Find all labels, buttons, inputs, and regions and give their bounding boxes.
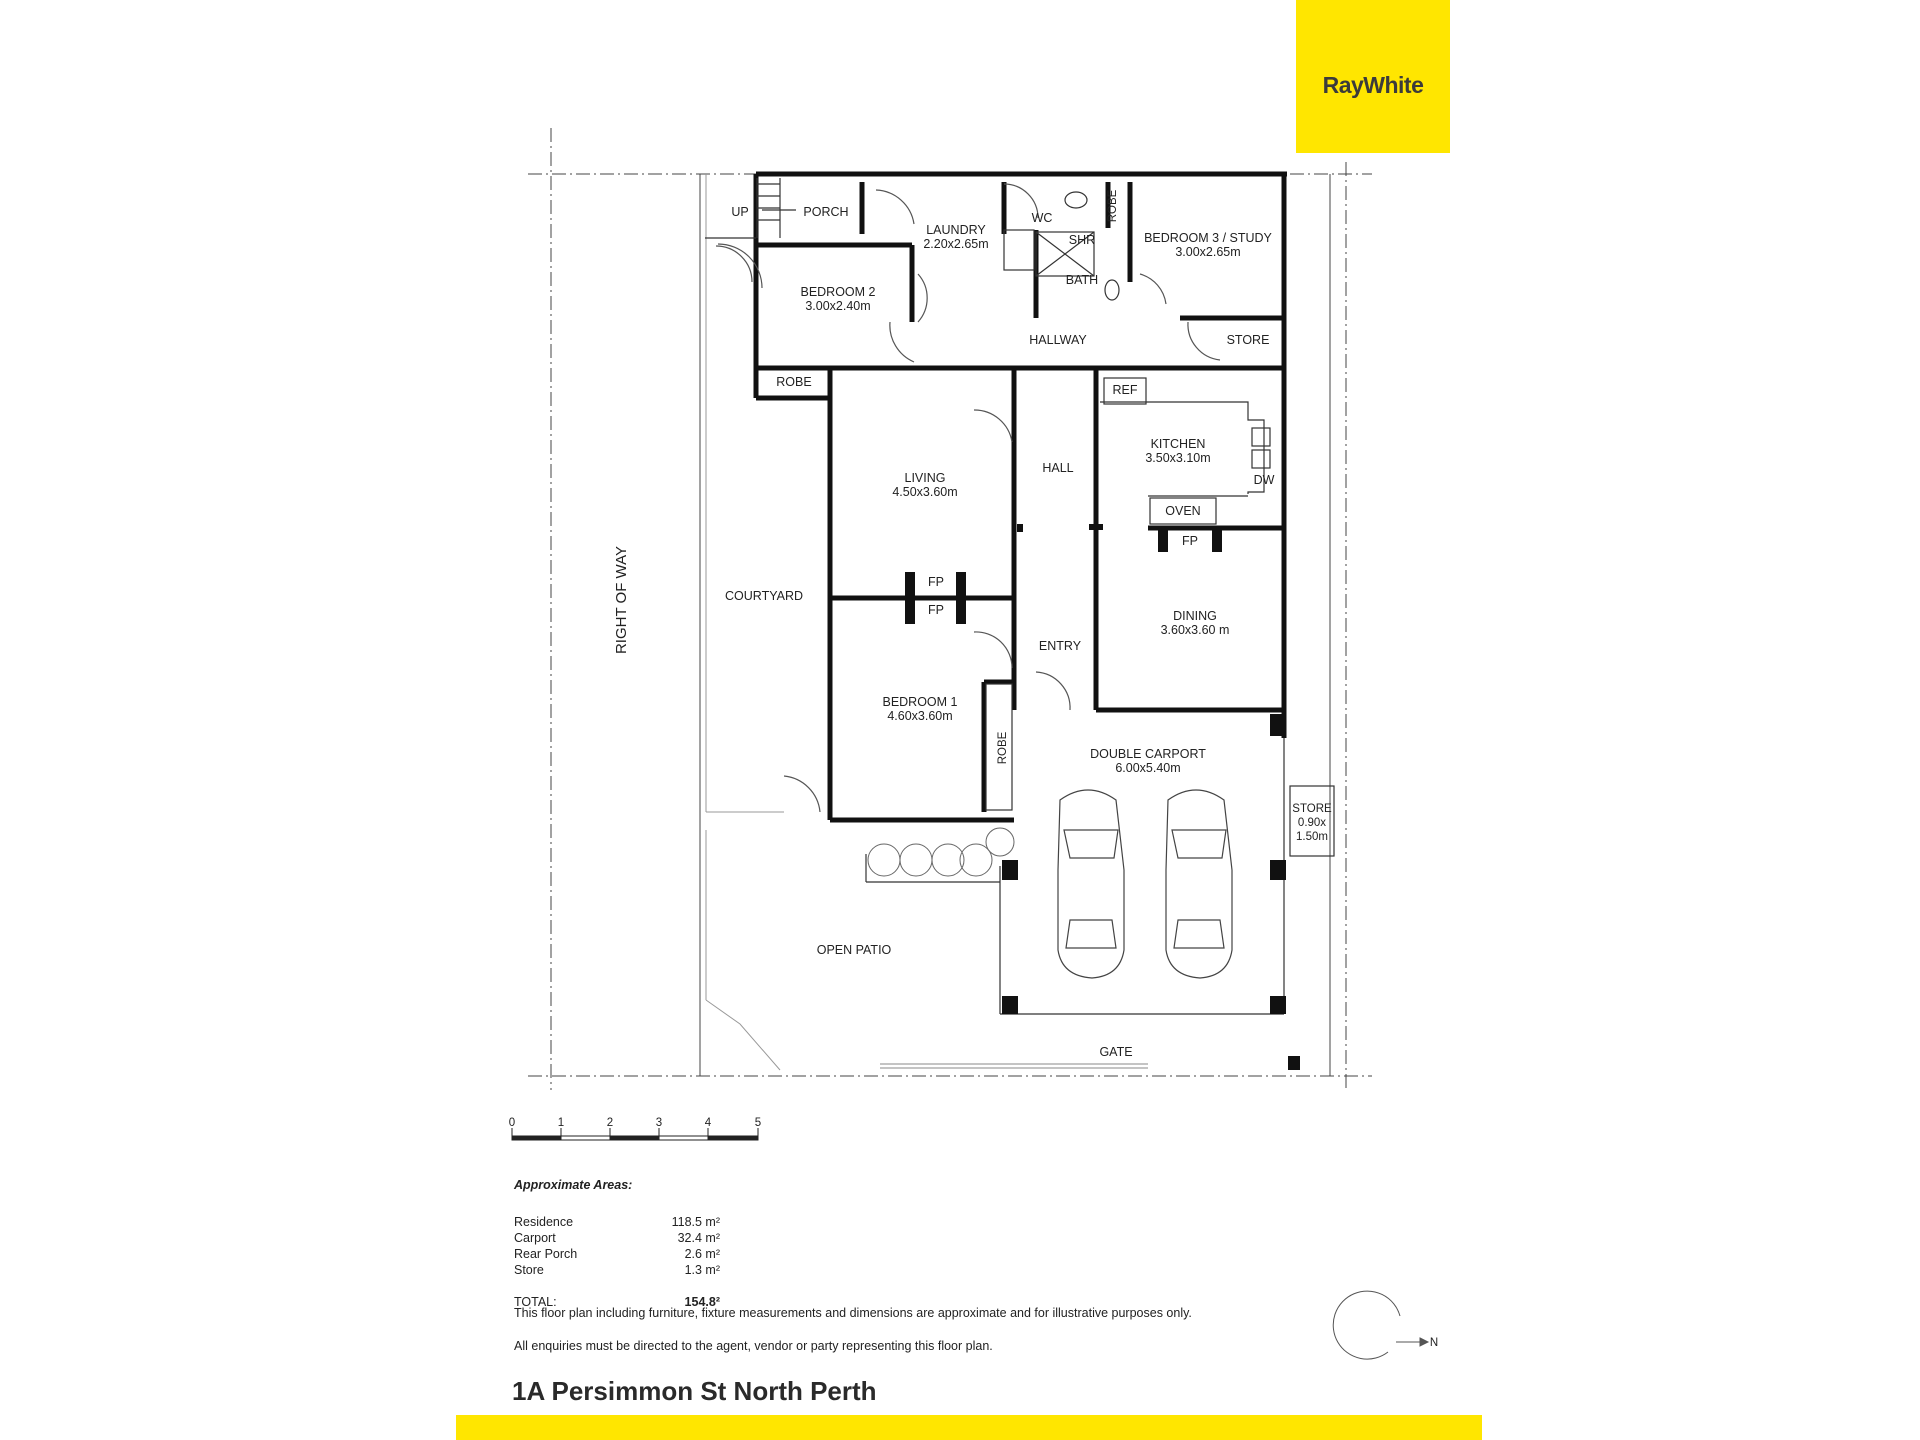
label-bedroom2-dim: 3.00x2.40m (805, 299, 870, 313)
label-bedroom3: BEDROOM 3 / STUDY (1144, 231, 1272, 245)
label-right-of-way: RIGHT OF WAY (613, 546, 630, 654)
label-fp-bed1: FP (928, 603, 944, 617)
label-robe-b2: ROBE (776, 375, 811, 389)
label-living: LIVING (905, 471, 946, 485)
enquiries-text: All enquiries must be directed to the ag… (514, 1339, 993, 1353)
label-robe-b1: ROBE (997, 731, 1009, 764)
label-store-top: STORE (1227, 333, 1270, 347)
label-robe-top: ROBE (1107, 189, 1119, 222)
label-store-side: STORE (1292, 803, 1332, 815)
label-laundry-dim: 2.20x2.65m (923, 237, 988, 251)
area-total-row: TOTAL: 154.8² (514, 1294, 720, 1310)
label-kitchen-dim: 3.50x3.10m (1145, 451, 1210, 465)
label-fp-kitchen: FP (1182, 534, 1198, 548)
raywhite-logo: RayWhite (1296, 0, 1450, 153)
label-porch: PORCH (803, 205, 848, 219)
label-fp-living: FP (928, 575, 944, 589)
label-laundry: LAUNDRY (926, 223, 986, 237)
area-row: Store 1.3 m² (514, 1262, 720, 1278)
area-name: Rear Porch (514, 1247, 578, 1261)
label-wc: WC (1032, 211, 1053, 225)
label-entry: ENTRY (1039, 639, 1082, 653)
label-bedroom2: BEDROOM 2 (800, 285, 875, 299)
area-row: Residence 118.5 m² (514, 1214, 720, 1230)
label-dw: DW (1254, 473, 1275, 487)
label-living-dim: 4.50x3.60m (892, 485, 957, 499)
label-gate: GATE (1099, 1045, 1132, 1059)
area-value: 32.4 m² (677, 1231, 720, 1245)
solid-blocks (905, 524, 1300, 1070)
label-dining-dim: 3.60x3.60 m (1161, 623, 1230, 637)
car-icons (1057, 789, 1233, 979)
label-kitchen: KITCHEN (1151, 437, 1206, 451)
scale-bar: 0 1 2 3 4 5 (509, 1117, 761, 1141)
scale-tick-2: 2 (607, 1117, 613, 1129)
compass-label: N (1430, 1337, 1438, 1349)
scale-tick-4: 4 (705, 1117, 712, 1129)
scale-tick-5: 5 (755, 1117, 761, 1129)
compass-icon: N (1332, 1290, 1438, 1360)
label-ref: REF (1113, 383, 1138, 397)
property-address: 1A Persimmon St North Perth (512, 1376, 877, 1406)
label-courtyard: COURTYARD (725, 589, 803, 603)
label-oven: OVEN (1165, 504, 1200, 518)
walls (753, 171, 1287, 823)
area-name: Store (514, 1263, 544, 1277)
label-open-patio: OPEN PATIO (817, 943, 892, 957)
label-hall: HALL (1042, 461, 1073, 475)
logo-text: RayWhite (1322, 72, 1424, 98)
label-store-side-dim1: 0.90x (1298, 817, 1326, 829)
room-labels: UP PORCH LAUNDRY 2.20x2.65m WC ROBE SHR … (613, 189, 1332, 1059)
label-bath: BATH (1066, 273, 1098, 287)
area-row: Rear Porch 2.6 m² (514, 1246, 720, 1262)
total-label: TOTAL: (514, 1295, 557, 1309)
total-value: 154.8² (684, 1295, 720, 1309)
plant-icons (867, 827, 1015, 877)
footer-bar (456, 1415, 1482, 1440)
area-name: Residence (514, 1215, 574, 1229)
area-value: 118.5 m² (671, 1215, 720, 1229)
label-dining: DINING (1173, 609, 1217, 623)
scale-tick-3: 3 (656, 1117, 662, 1129)
label-store-side-dim2: 1.50m (1296, 831, 1328, 843)
label-shr: SHR (1069, 233, 1095, 247)
area-value: 1.3 m² (684, 1263, 720, 1277)
approximate-areas: Approximate Areas: Residence 118.5 m² Ca… (514, 1178, 720, 1310)
label-carport: DOUBLE CARPORT (1090, 747, 1206, 761)
label-up: UP (731, 205, 748, 219)
label-bedroom3-dim: 3.00x2.65m (1175, 245, 1240, 259)
site-lines (528, 128, 1372, 1090)
area-row: Carport 32.4 m² (514, 1230, 720, 1246)
area-value: 2.6 m² (684, 1247, 720, 1261)
label-bedroom1: BEDROOM 1 (882, 695, 957, 709)
areas-title: Approximate Areas: (514, 1178, 633, 1192)
label-hallway: HALLWAY (1029, 333, 1087, 347)
disclaimer-text: This floor plan including furniture, fix… (514, 1306, 1192, 1320)
label-bedroom1-dim: 4.60x3.60m (887, 709, 952, 723)
label-carport-dim: 6.00x5.40m (1115, 761, 1180, 775)
scale-tick-0: 0 (509, 1117, 515, 1129)
scale-tick-1: 1 (558, 1117, 564, 1129)
area-name: Carport (514, 1231, 556, 1245)
